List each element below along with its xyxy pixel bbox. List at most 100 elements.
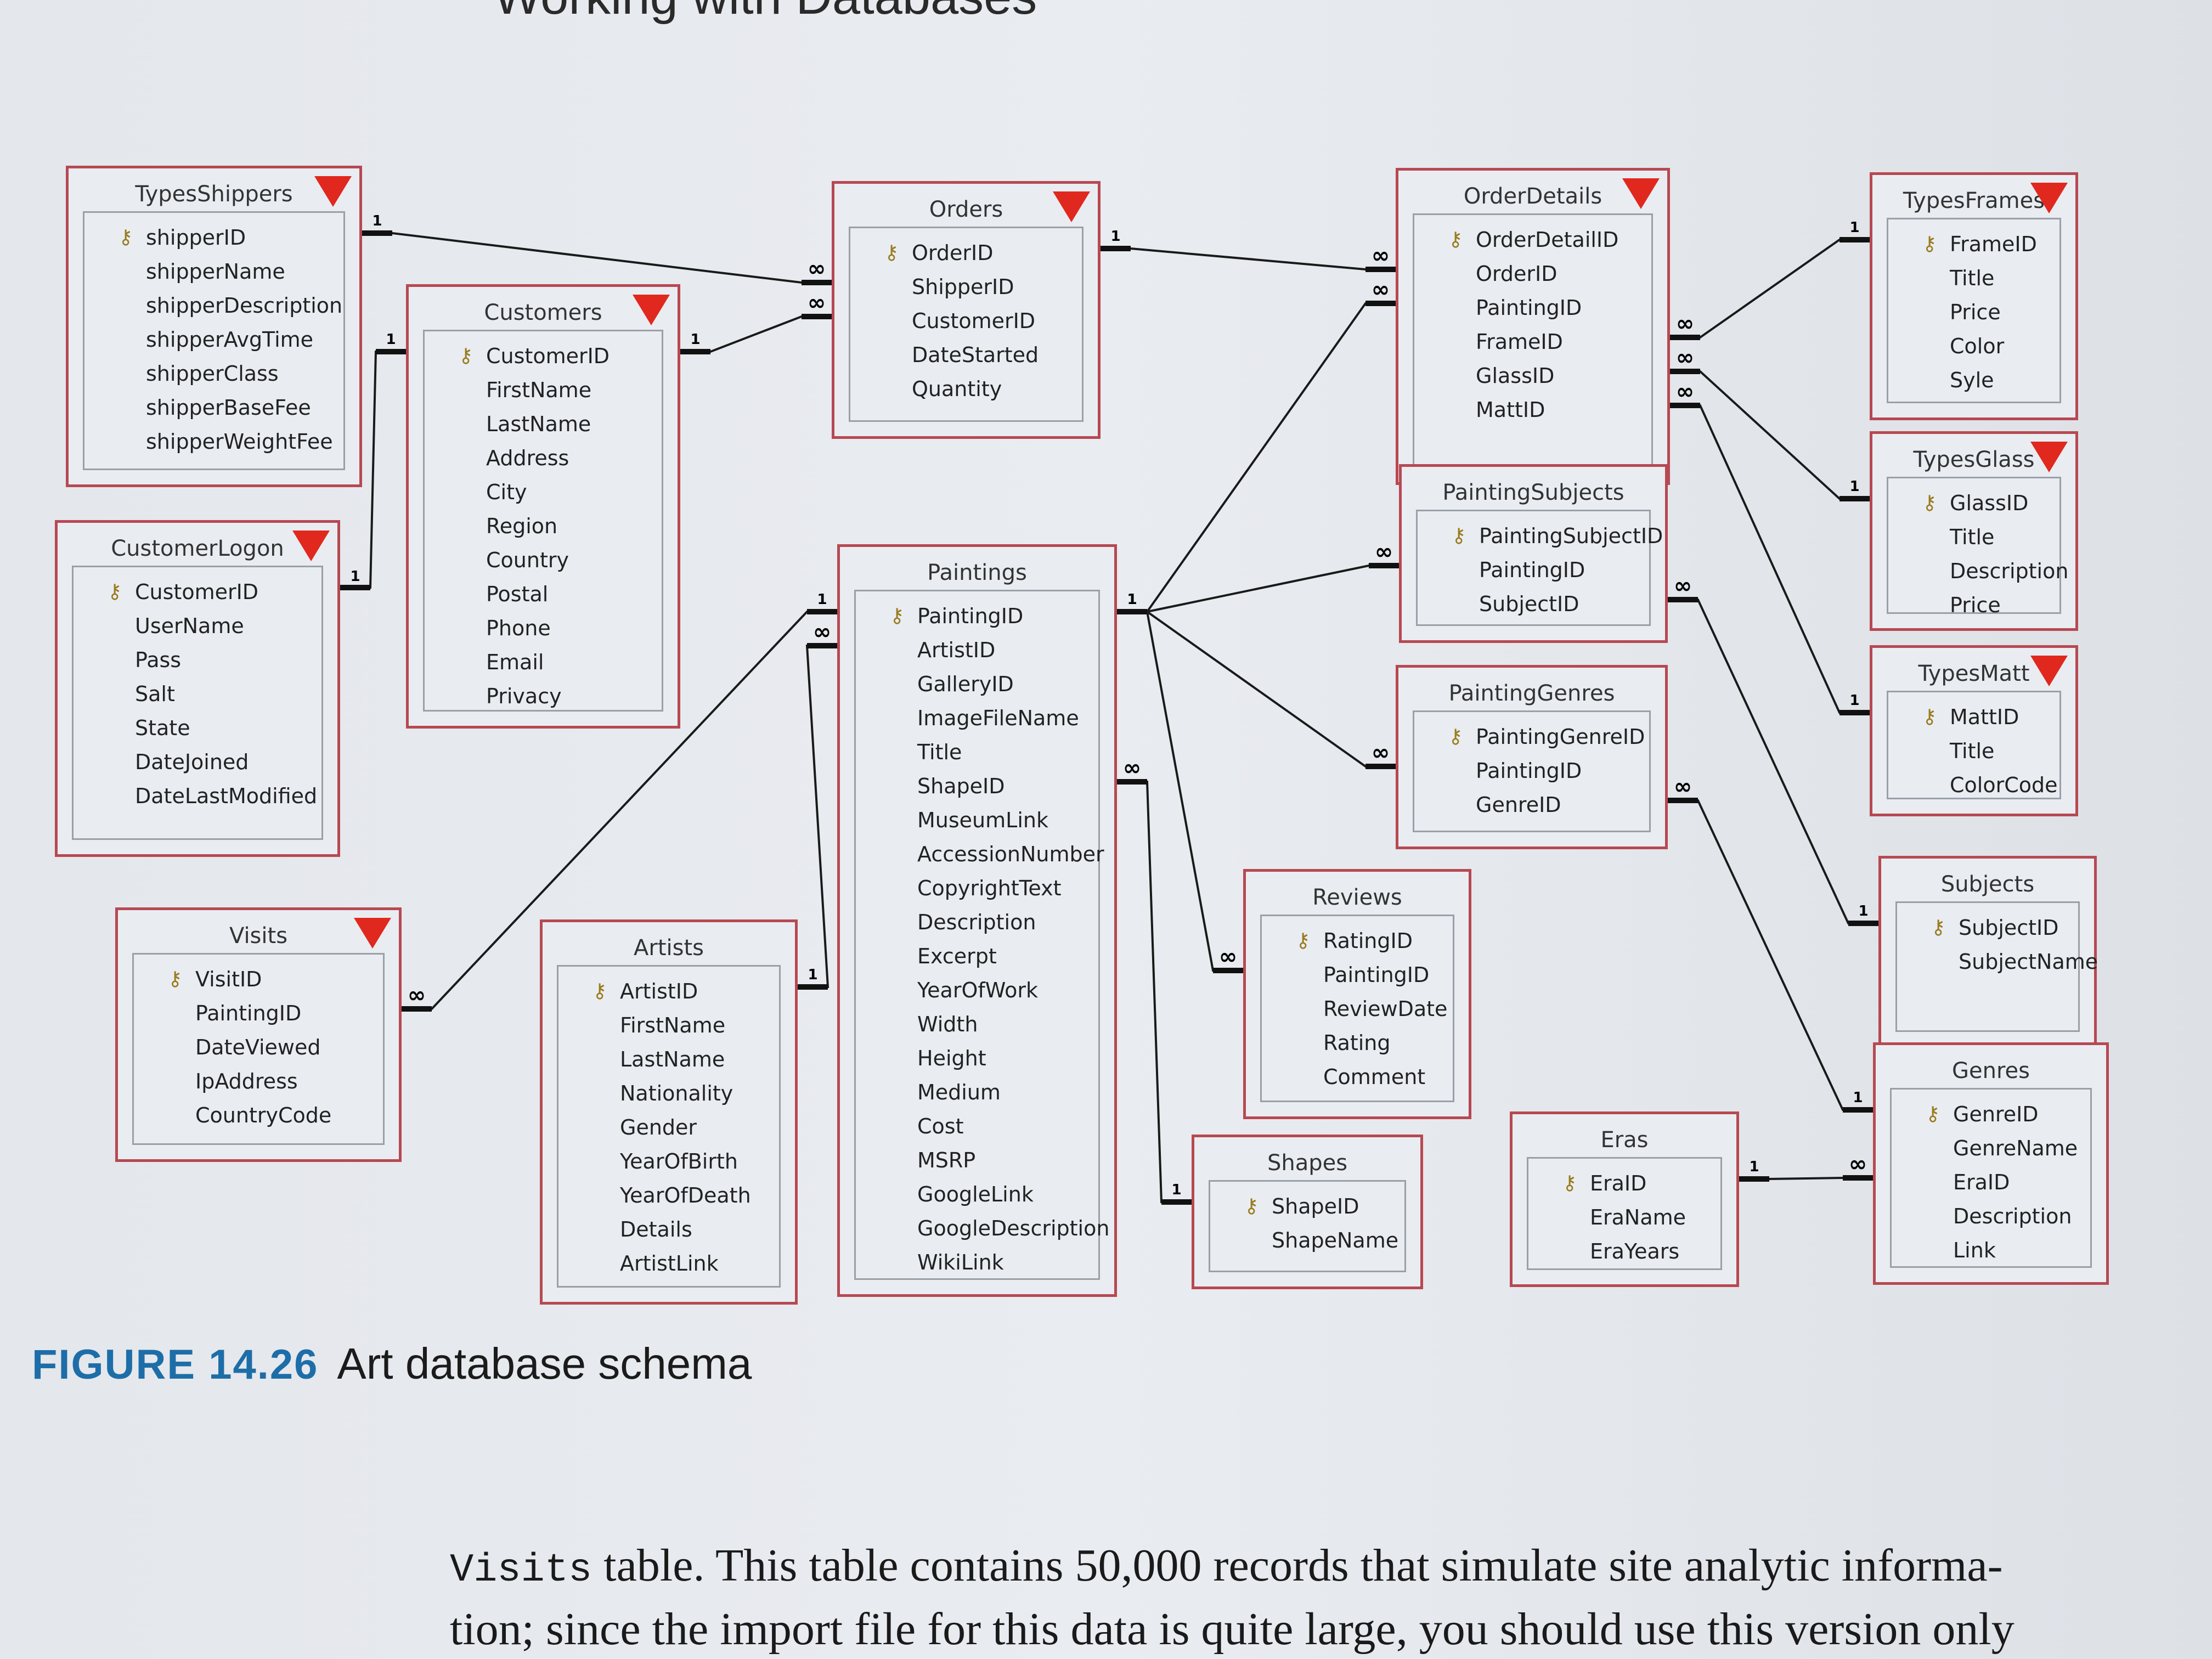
primary-key-field[interactable]: ⚷OrderID <box>850 236 1082 270</box>
field[interactable]: Comment <box>1262 1060 1453 1094</box>
field[interactable]: WikiLink <box>856 1245 1098 1279</box>
primary-key-field[interactable]: ⚷GenreID <box>1892 1097 2090 1131</box>
field[interactable]: GenreID <box>1414 788 1649 822</box>
field[interactable]: ArtistID <box>856 633 1098 667</box>
field[interactable]: Quantity <box>850 372 1082 406</box>
field[interactable]: GoogleDescription <box>856 1211 1109 1245</box>
primary-key-field[interactable]: ⚷OrderDetailID <box>1414 223 1651 257</box>
field[interactable]: PaintingID <box>134 996 383 1030</box>
field[interactable]: PaintingID <box>1418 553 1649 587</box>
field[interactable]: Gender <box>558 1110 779 1144</box>
primary-key-field[interactable]: ⚷shipperID <box>84 221 343 255</box>
field[interactable]: Price <box>1888 295 2059 329</box>
field[interactable]: FirstName <box>425 373 662 407</box>
field[interactable]: Excerpt <box>856 939 1098 973</box>
triangle-down-icon[interactable] <box>2030 183 2068 213</box>
field[interactable]: SubjectName <box>1897 945 2098 979</box>
triangle-down-icon[interactable] <box>1622 178 1660 209</box>
field[interactable]: Title <box>856 735 1098 769</box>
field[interactable]: Title <box>1888 734 2059 768</box>
field[interactable]: YearOfBirth <box>558 1144 779 1178</box>
field[interactable]: GalleryID <box>856 667 1098 701</box>
field[interactable]: PaintingID <box>1262 958 1453 992</box>
field[interactable]: Cost <box>856 1109 1098 1143</box>
field[interactable]: shipperWeightFee <box>84 425 343 459</box>
primary-key-field[interactable]: ⚷FrameID <box>1888 227 2059 261</box>
field[interactable]: Details <box>558 1212 779 1246</box>
field[interactable]: CopyrightText <box>856 871 1098 905</box>
field[interactable]: Link <box>1892 1233 2090 1267</box>
primary-key-field[interactable]: ⚷ArtistID <box>558 974 779 1008</box>
field[interactable]: shipperClass <box>84 357 343 391</box>
field[interactable]: Pass <box>74 643 321 677</box>
field[interactable]: GoogleLink <box>856 1177 1098 1211</box>
field[interactable]: FrameID <box>1414 325 1651 359</box>
primary-key-field[interactable]: ⚷EraID <box>1528 1166 1720 1200</box>
field[interactable]: Address <box>425 441 662 475</box>
field[interactable]: Price <box>1888 588 2059 622</box>
field[interactable]: YearOfDeath <box>558 1178 779 1212</box>
field[interactable]: PaintingID <box>1414 291 1651 325</box>
field[interactable]: Country <box>425 543 662 577</box>
primary-key-field[interactable]: ⚷PaintingID <box>856 599 1098 633</box>
field[interactable]: Title <box>1888 261 2059 295</box>
field[interactable]: Rating <box>1262 1026 1453 1060</box>
field[interactable]: Description <box>1892 1199 2090 1233</box>
primary-key-field[interactable]: ⚷PaintingSubjectID <box>1418 519 1663 553</box>
field[interactable]: EraName <box>1528 1200 1720 1234</box>
field[interactable]: Description <box>856 905 1098 939</box>
field[interactable]: Height <box>856 1041 1098 1075</box>
field[interactable]: CountryCode <box>134 1098 383 1132</box>
triangle-down-icon[interactable] <box>2030 656 2068 686</box>
field[interactable]: MSRP <box>856 1143 1098 1177</box>
field[interactable]: CustomerID <box>850 304 1082 338</box>
triangle-down-icon[interactable] <box>2030 442 2068 472</box>
primary-key-field[interactable]: ⚷ShapeID <box>1210 1189 1404 1223</box>
triangle-down-icon[interactable] <box>354 918 391 949</box>
primary-key-field[interactable]: ⚷VisitID <box>134 962 383 996</box>
primary-key-field[interactable]: ⚷GlassID <box>1888 486 2059 520</box>
field[interactable]: State <box>74 711 321 745</box>
field[interactable]: Region <box>425 509 662 543</box>
field[interactable]: MattID <box>1414 393 1651 427</box>
field[interactable]: Width <box>856 1007 1098 1041</box>
primary-key-field[interactable]: ⚷CustomerID <box>425 339 662 373</box>
triangle-down-icon[interactable] <box>633 295 670 325</box>
field[interactable]: DateStarted <box>850 338 1082 372</box>
field[interactable]: MuseumLink <box>856 803 1098 837</box>
field[interactable]: shipperDescription <box>84 289 343 323</box>
primary-key-field[interactable]: ⚷MattID <box>1888 700 2059 734</box>
field[interactable]: shipperAvgTime <box>84 323 343 357</box>
primary-key-field[interactable]: ⚷PaintingGenreID <box>1414 720 1649 754</box>
field[interactable]: Phone <box>425 611 662 645</box>
field[interactable]: ShapeID <box>856 769 1098 803</box>
field[interactable]: FirstName <box>558 1008 779 1042</box>
primary-key-field[interactable]: ⚷SubjectID <box>1897 911 2078 945</box>
field[interactable]: Title <box>1888 520 2059 554</box>
field[interactable]: UserName <box>74 609 321 643</box>
field[interactable]: ArtistLink <box>558 1246 779 1280</box>
field[interactable]: DateJoined <box>74 745 321 779</box>
field[interactable]: Syle <box>1888 363 2059 397</box>
field[interactable]: shipperName <box>84 255 343 289</box>
field[interactable]: DateViewed <box>134 1030 383 1064</box>
field[interactable]: AccessionNumber <box>856 837 1104 871</box>
field[interactable]: Salt <box>74 677 321 711</box>
primary-key-field[interactable]: ⚷RatingID <box>1262 924 1453 958</box>
field[interactable]: SubjectID <box>1418 587 1649 621</box>
